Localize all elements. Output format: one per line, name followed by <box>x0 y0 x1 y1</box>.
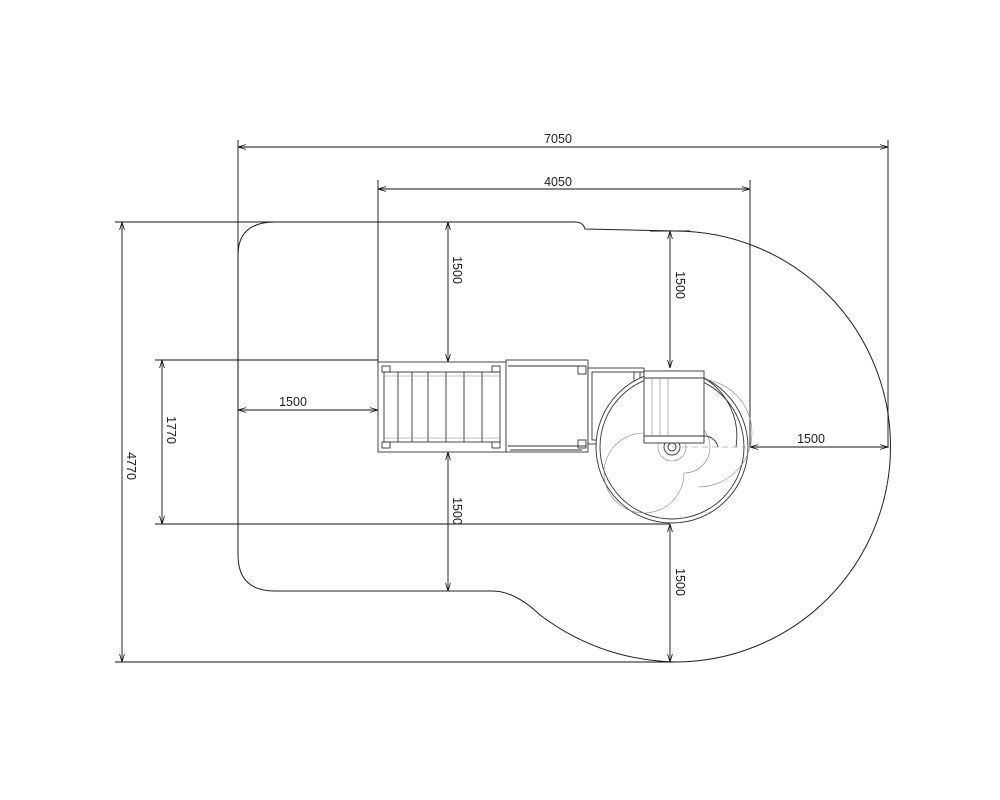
dim-top-clearance-right: 1500 <box>673 271 687 299</box>
dim-left-clearance: 1500 <box>279 395 307 409</box>
dimension-lines <box>122 147 888 662</box>
safety-zone-outline <box>237 221 891 663</box>
dim-structure-width: 4050 <box>544 175 572 189</box>
dim-total-width: 7050 <box>544 132 572 146</box>
play-equipment <box>377 359 753 524</box>
dim-bottom-clearance-left: 1500 <box>450 497 464 525</box>
dim-total-depth: 4770 <box>124 452 138 480</box>
extension-lines <box>115 140 889 663</box>
spiral-slide <box>595 370 753 524</box>
dim-top-clearance-left: 1500 <box>450 256 464 284</box>
dim-structure-depth: 1770 <box>164 416 178 444</box>
stair-deck <box>377 361 507 453</box>
middle-platform <box>505 359 589 453</box>
dim-right-clearance: 1500 <box>797 432 825 446</box>
dim-bottom-clearance-right: 1500 <box>673 568 687 596</box>
